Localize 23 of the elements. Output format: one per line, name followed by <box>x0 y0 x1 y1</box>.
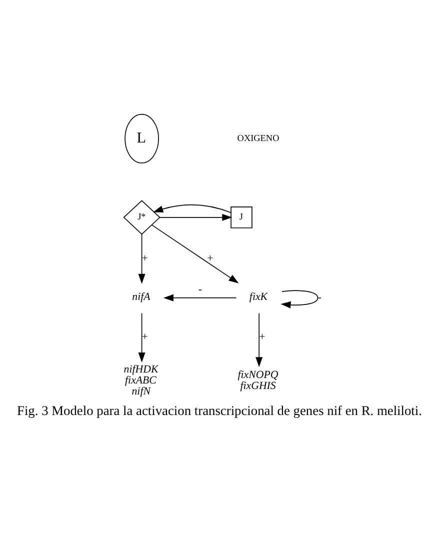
node-text: fixNOPQ fixGHIS <box>238 368 278 392</box>
label: OXIGENO <box>237 132 280 142</box>
node-text: nifHDK fixABC nifN <box>124 363 158 397</box>
arrow <box>163 294 237 301</box>
arrow <box>153 204 232 213</box>
edge-label: - <box>198 282 202 295</box>
caption: Fig. 3 Modelo para la activacion transcripcional de genes nif en R. meliloti. <box>17 402 422 418</box>
arrow <box>159 213 232 220</box>
arrow <box>151 224 239 283</box>
node-diamond: J* <box>123 200 160 234</box>
arrow <box>280 290 318 308</box>
edge-label: + <box>142 330 148 343</box>
edge-label: + <box>142 252 148 264</box>
node-text: nifA <box>132 290 150 302</box>
arrow <box>256 312 263 367</box>
arrow <box>138 233 146 284</box>
edge-label: - <box>318 291 322 304</box>
arrow <box>138 312 146 362</box>
node-box: J <box>230 206 252 228</box>
node-ellipse: L <box>124 113 159 163</box>
edge-label: + <box>259 330 266 343</box>
node-text: fixK <box>249 290 268 302</box>
edge-label: + <box>207 252 214 264</box>
